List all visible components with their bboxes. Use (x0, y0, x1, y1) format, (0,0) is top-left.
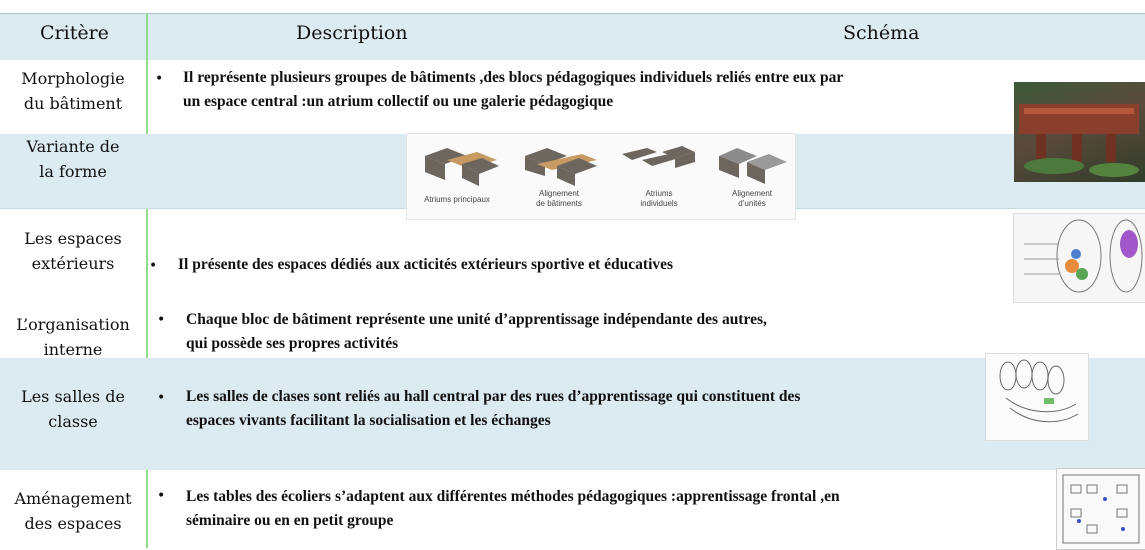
classroom-plan-svg (999, 359, 1079, 423)
description-salles-de-classe: Les salles de clases sont reliés au hall… (186, 388, 801, 429)
bullet: • (157, 312, 166, 328)
classroom-plan-diagram (985, 353, 1089, 441)
furniture-layout-diagram (1056, 468, 1145, 550)
form-variants-svg: Atriums principaux Alignement de bâtimen… (424, 146, 787, 208)
bullet: • (149, 258, 158, 274)
variant-label: Atriums (645, 189, 672, 198)
variant-label: individuels (640, 199, 677, 208)
table-header (0, 14, 1145, 60)
variant-label: Atriums principaux (424, 195, 490, 204)
form-variants-diagram: Atriums principaux Alignement de bâtimen… (406, 133, 796, 220)
table-top-border (0, 13, 1145, 14)
description-amenagement: Les tables des écoliers s’adaptent aux d… (186, 488, 840, 529)
outdoor-plan-svg (1024, 219, 1143, 293)
variant-label: Alignement (732, 189, 773, 198)
outdoor-plan-diagram (1013, 213, 1145, 303)
header-description: Description (296, 22, 408, 44)
description-organisation-interne: Chaque bloc de bâtiment représente une u… (186, 311, 767, 352)
building-photo-svg (1019, 104, 1139, 177)
variant-label: d’unités (738, 199, 766, 208)
building-photo (1014, 82, 1145, 182)
bullet: • (157, 488, 166, 504)
bullet: • (157, 390, 166, 406)
variant-label: de bâtiments (536, 199, 582, 208)
column-divider (146, 14, 148, 548)
description-morphologie: Il représente plusieurs groupes de bâtim… (183, 69, 844, 110)
header-criterion: Critère (40, 22, 109, 44)
variant-label: Alignement (539, 189, 580, 198)
header-schema: Schéma (843, 22, 920, 44)
description-espaces-exterieurs: Il présente des espaces dédiés aux actic… (178, 256, 674, 273)
row-band-salles (0, 358, 1145, 470)
bullet: • (155, 71, 164, 87)
furniture-layout-svg (1062, 474, 1140, 544)
